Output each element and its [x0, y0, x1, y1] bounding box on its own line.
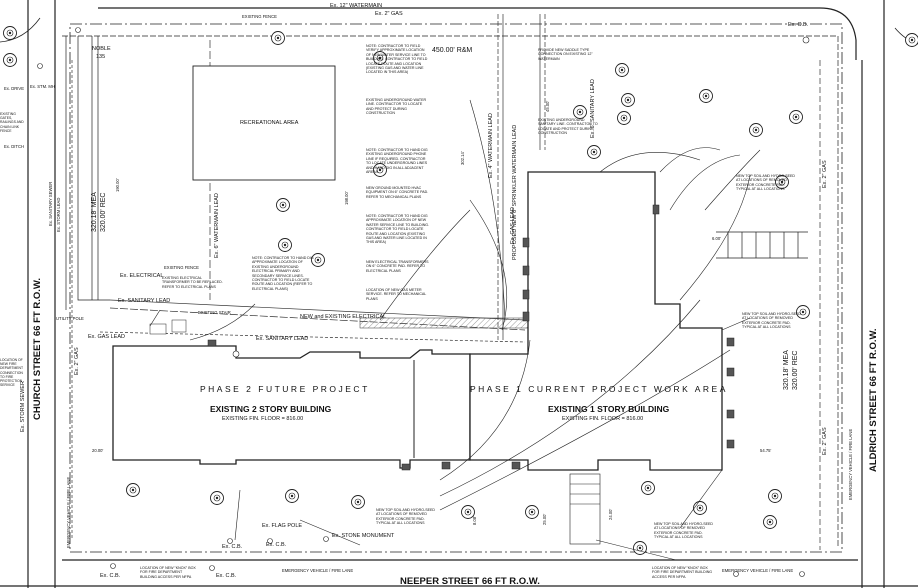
street-name-east: ALDRICH STREET 66 FT R.O.W. — [868, 328, 879, 472]
east-building-floor: EXISTING FIN. FLOOR = 816.00 — [562, 416, 643, 422]
dim-f: 20.00' — [92, 448, 103, 453]
dim-east-rec: 320.00' REC — [792, 351, 799, 390]
note-4: NEW GROUND MOUNTED HVAC EQUIPMENT ON 6" … — [366, 186, 428, 199]
dim-j: 6.00' — [712, 236, 721, 241]
existing-fence-label: EXISTING FENCE — [242, 14, 277, 19]
note-12: NEW TOP SOIL AND HYDRO-SEED AT LOCATIONS… — [736, 174, 795, 191]
west-building-floor: EXISTING FIN. FLOOR = 816.00 — [222, 416, 303, 422]
noble-number: 135 — [96, 54, 105, 60]
dim-east-mea: 320.18' MEA — [783, 350, 790, 390]
dim-north: 450.00' R&M — [432, 47, 472, 54]
entry-stairs — [569, 473, 601, 545]
recreational-area-label: RECREATIONAL AREA — [240, 120, 299, 126]
sanitary-sewer-label: Ex. SANITARY SEWER — [48, 182, 53, 226]
dim-e: 54.75' — [760, 448, 771, 453]
new-electrical-label: NEW and EXISTING ELECTRICAL — [300, 314, 386, 320]
leader-lines — [149, 99, 761, 561]
trees — [3, 26, 918, 555]
fire-lane-south-label: EMERGENCY VEHICLE / FIRE LANE — [282, 568, 353, 573]
property-line — [69, 23, 843, 553]
parking-stalls — [716, 231, 808, 259]
gas-2-east-label: Ex. 2" GAS — [822, 160, 828, 188]
storm-lead-label: Ex. STORM LEAD — [56, 198, 61, 232]
note-21: Ex. DITCH — [4, 144, 24, 149]
sanitary-lead-west-label: Ex. SANITARY LEAD — [118, 298, 170, 304]
note-13: NEW TOP SOIL AND HYDRO-SEED AT LOCATIONS… — [742, 312, 801, 329]
equipment-pads — [149, 204, 735, 471]
note-2: EXISTING UNDERGROUND WATER LINE. CONTRAC… — [366, 98, 426, 115]
note-15: NEW TOP SOIL AND HYDRO-SEED AT LOCATIONS… — [654, 522, 713, 539]
dim-c: 302.14' — [460, 151, 465, 165]
dim-a: 190.00' — [115, 178, 120, 192]
note-1: NOTE: CONTRACTOR TO FIELD VERIFY APPROXI… — [366, 44, 427, 74]
gas-2-west-label: Ex. 2" GAS — [74, 347, 80, 375]
flag-pole-label: Ex. FLAG POLE — [262, 523, 302, 529]
dim-b: 198.00' — [344, 191, 349, 205]
cb-ne-label: Ex. C.B. — [788, 22, 809, 28]
note-14: NEW TOP SOIL AND HYDRO-SEED AT LOCATIONS… — [376, 508, 435, 525]
recreational-area — [192, 65, 336, 181]
note-7: LOCATION OF NEW GAS METER SERVICE. REFER… — [366, 288, 426, 301]
note-8: NOTE: CONTRACTOR TO HAND DIG APPROXIMATE… — [252, 256, 314, 291]
fire-lane-se-label: EMERGENCY VEHICLE / FIRE LANE — [722, 568, 793, 573]
note-19: EXISTING GATES, RAILINGS AND CHAIN LINK … — [0, 112, 24, 133]
sanitary-lead-mid-label: Ex. SANITARY LEAD — [256, 336, 308, 342]
note-10: PROVIDE NEW SADDLE TYPE CONNECTION ON EX… — [538, 48, 593, 61]
sprinkler-lead-label: PROPOSED NEW 6" SPRINKLER WATERMAIN LEAD — [512, 125, 518, 260]
phase2-label: PHASE 2 FUTURE PROJECT — [200, 384, 370, 394]
note-3: NOTE: CONTRACTOR TO HAND DIG EXISTING UN… — [366, 148, 428, 174]
street-name-south: NEEPER STREET 66 FT R.O.W. — [400, 576, 540, 587]
small-markers — [37, 27, 810, 577]
dim-g: 25.00' — [542, 514, 547, 525]
gas-lead-mid-label: Ex. GAS LEAD — [510, 207, 516, 244]
street-name-west: CHURCH STREET 66 FT R.O.W. — [32, 278, 43, 420]
west-building-title: EXISTING 2 STORY BUILDING — [210, 404, 332, 414]
cb-se-label: Ex. C.B. — [222, 544, 243, 550]
note-20: Ex. DRIVE — [4, 86, 24, 91]
note-17: LOCATION OF NEW "KNOX" BOX FOR FIRE DEPA… — [652, 566, 712, 579]
dim-i: 8.08' — [472, 516, 477, 525]
existing-stair-label: EXISTING STAIR — [198, 310, 231, 315]
cb-sw2-label: Ex. C.B. — [216, 573, 237, 579]
note-18: LOCATION OF NEW FIRE DEPARTMENT CONNECTI… — [0, 358, 23, 387]
watermain-lead-6-label: Ex. 6" WATERMAIN LEAD — [214, 193, 220, 258]
note-9: EXISTING ELECTRICAL TRANSFORMER TO BE RE… — [162, 276, 223, 289]
storm-sewer-label: Ex. STORM SEWER — [20, 381, 26, 432]
electrical-label: Ex. ELECTRICAL — [120, 273, 163, 279]
noble-label: NOBLE — [92, 46, 111, 52]
watermain-lead-4-label: Ex. 4" WATERMAIN LEAD — [488, 113, 494, 178]
north-gas-label: Ex. 2" GAS — [375, 11, 403, 17]
cb-sw1-label: Ex. C.B. — [100, 573, 121, 579]
fences — [62, 35, 839, 548]
gas-lead-label: Ex. GAS LEAD — [88, 334, 125, 340]
phase1-label: PHASE 1 CURRENT PROJECT WORK AREA — [470, 384, 728, 394]
note-5: NOTE: CONTRACTOR TO HAND DIG APPROXIMATE… — [366, 214, 429, 244]
utility-pole-label: UTILITY POLE — [56, 316, 84, 321]
cb-s-label: Ex. C.B. — [266, 542, 287, 548]
note-16: LOCATION OF NEW "KNOX" BOX FOR FIRE DEPA… — [140, 566, 196, 579]
gas-2-se-label: Ex. 2" GAS — [822, 427, 828, 455]
dim-west-mea: 320.18' MEA — [91, 192, 98, 232]
dim-west-rec: 320.00' REC — [100, 193, 107, 232]
fire-lane-west-label: EMERGENCY VEHICLE / FIRE LANE — [66, 477, 71, 548]
stone-monument-label: Ex. STONE MONUMENT — [332, 533, 395, 539]
note-11: EXISTING UNDERGROUND SANITARY LINE. CONT… — [538, 118, 598, 135]
existing-fence-2-label: EXISTING FENCE — [164, 265, 199, 270]
north-watermain-label: Ex. 12" WATERMAIN — [330, 3, 382, 9]
dim-h: 24.00' — [608, 509, 613, 520]
dim-d: 45.00' — [545, 101, 550, 112]
stm-mh-label: Ex. STM. MH — [30, 84, 55, 89]
sanitary-lead-6-label: Ex. 6" SANITARY LEAD — [590, 79, 596, 138]
note-6: NEW ELECTRICAL TRANSFORMERS ON 6" CONCRE… — [366, 260, 429, 273]
east-building-title: EXISTING 1 STORY BUILDING — [548, 404, 670, 414]
fire-lane-east-label: EMERGENCY VEHICLE / FIRE LANE — [848, 429, 853, 500]
